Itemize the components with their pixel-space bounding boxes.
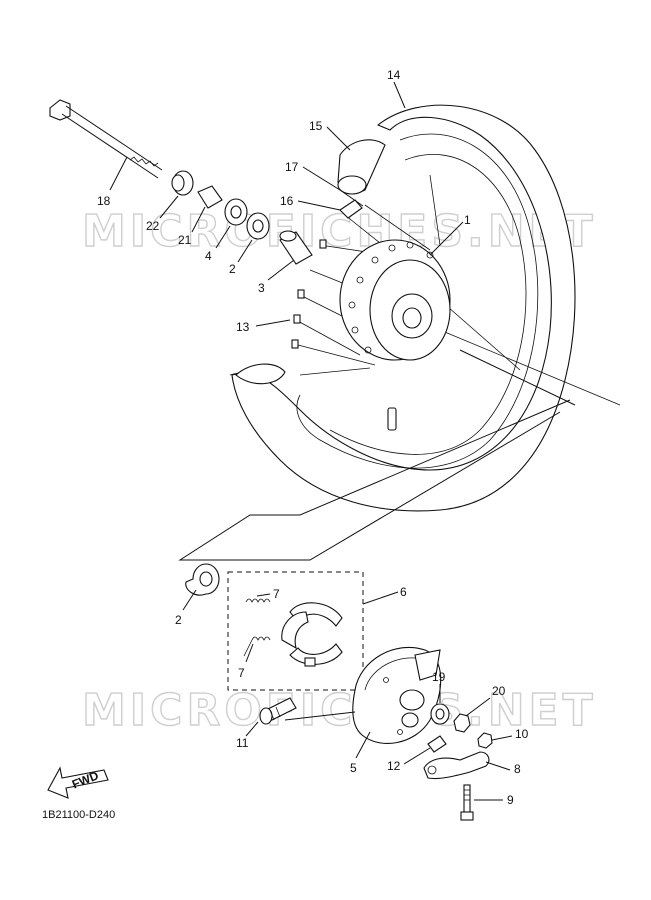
callout-22: 22 <box>146 219 160 233</box>
bearing-2-top <box>246 212 270 240</box>
nut-20 <box>453 713 471 733</box>
leader-lines <box>109 81 513 801</box>
spacer-21 <box>197 185 223 209</box>
bolt-9 <box>460 784 474 821</box>
valve-stem <box>387 407 397 431</box>
hub <box>339 239 451 361</box>
rim-band <box>235 363 286 385</box>
callout-6: 6 <box>400 585 407 599</box>
watermark-top: MICROFICHES.NET <box>82 206 597 257</box>
callout-4: 4 <box>205 249 212 263</box>
callout-7-upper: 7 <box>273 587 280 601</box>
callout-9: 9 <box>507 793 514 807</box>
brake-arm <box>423 751 490 780</box>
diagram-code: 1B21100-D240 <box>42 809 115 821</box>
callout-8: 8 <box>514 762 521 776</box>
callout-13: 13 <box>236 320 250 334</box>
callout-19: 19 <box>432 670 446 684</box>
callout-15: 15 <box>309 119 323 133</box>
callout-1: 1 <box>464 213 471 227</box>
callout-2-top: 2 <box>229 262 236 276</box>
forward-arrow-icon: FWD <box>47 766 109 799</box>
bearing-4 <box>224 198 248 226</box>
brake-panel <box>352 646 442 744</box>
callout-labels: 14 15 17 16 1 18 22 21 4 2 3 13 6 7 7 2 … <box>97 68 529 807</box>
callout-20: 20 <box>492 684 506 698</box>
callout-16: 16 <box>280 194 294 208</box>
callout-17: 17 <box>285 160 299 174</box>
tire <box>229 104 576 512</box>
callout-5: 5 <box>350 761 357 775</box>
wear-indicator-washer <box>427 735 447 753</box>
callout-21: 21 <box>178 233 192 247</box>
spoke-heads <box>291 239 327 349</box>
callout-12: 12 <box>387 759 401 773</box>
axle-collar <box>171 170 194 196</box>
callout-11: 11 <box>236 736 249 750</box>
spacer-3 <box>279 230 313 265</box>
callout-7-lower: 7 <box>238 666 245 680</box>
bearing-2-bottom <box>185 563 220 596</box>
oil-seal <box>430 703 450 725</box>
spring-lower <box>243 636 271 657</box>
spoke-nipple <box>339 199 363 219</box>
brake-shoe-group-box <box>227 571 364 691</box>
callout-14: 14 <box>387 68 401 82</box>
cam-shaft <box>259 697 297 725</box>
brake-shoes <box>281 602 343 667</box>
axle <box>49 99 163 179</box>
watermark-bottom: MICROFICHES.NET <box>82 685 597 736</box>
callout-10: 10 <box>515 727 529 741</box>
spring-upper <box>245 598 271 603</box>
projection-lines <box>178 399 571 561</box>
callout-18: 18 <box>97 194 111 208</box>
callout-2-bottom: 2 <box>175 613 182 627</box>
callout-3: 3 <box>258 281 265 295</box>
fwd-label: FWD <box>70 768 101 791</box>
nut-10 <box>477 732 493 749</box>
